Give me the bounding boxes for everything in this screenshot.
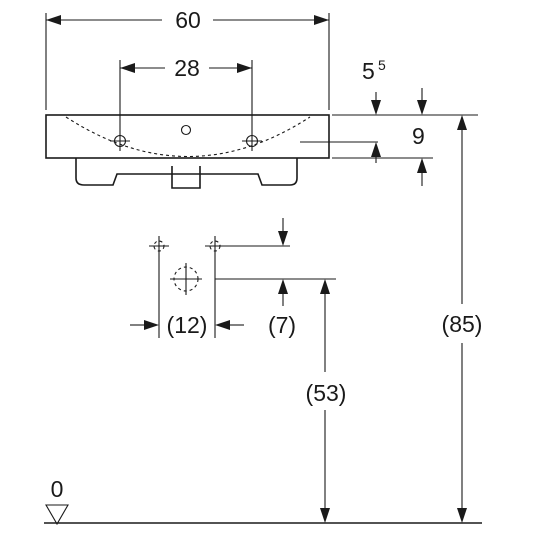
supply-left-symbol xyxy=(149,236,169,256)
dimension-rim-floor-height: (85) xyxy=(442,115,483,523)
supply-right-symbol xyxy=(205,236,230,256)
dimension-supply-spacing: (12) xyxy=(130,256,244,338)
tap-hole-left xyxy=(110,131,130,151)
dimension-overall-width: 60 xyxy=(45,7,330,110)
overflow-hole xyxy=(180,124,192,136)
floor-level: 0 xyxy=(44,476,482,526)
dimension-waste-height: (53) xyxy=(306,279,347,523)
rim-height-label: 9 xyxy=(412,123,425,149)
waste-height-label: (53) xyxy=(306,380,347,406)
supply-spacing-label: (12) xyxy=(167,312,208,338)
tap-hole-right xyxy=(242,131,262,151)
overall-width-label: 60 xyxy=(175,7,201,33)
connection-points xyxy=(149,236,230,295)
rim-offset-superscript: 5 xyxy=(378,57,386,73)
waste-outlet xyxy=(171,166,201,189)
rim-offset-label: 5 xyxy=(362,58,375,84)
supply-offset-label: (7) xyxy=(268,312,296,338)
dimension-supply-offset: (7) xyxy=(215,218,336,338)
waste-connection-symbol xyxy=(170,263,202,295)
bowl-hidden-line xyxy=(65,116,311,157)
dimension-tap-spacing: 28 xyxy=(119,55,253,131)
floor-level-label: 0 xyxy=(51,476,64,502)
dimension-rim: 5 5 9 xyxy=(300,57,478,186)
level-marker-icon xyxy=(45,504,69,526)
basin-underside xyxy=(75,158,298,186)
basin-body xyxy=(45,114,330,159)
tap-spacing-label: 28 xyxy=(174,55,200,81)
rim-floor-height-label: (85) xyxy=(442,311,483,337)
washbasin xyxy=(45,114,330,189)
